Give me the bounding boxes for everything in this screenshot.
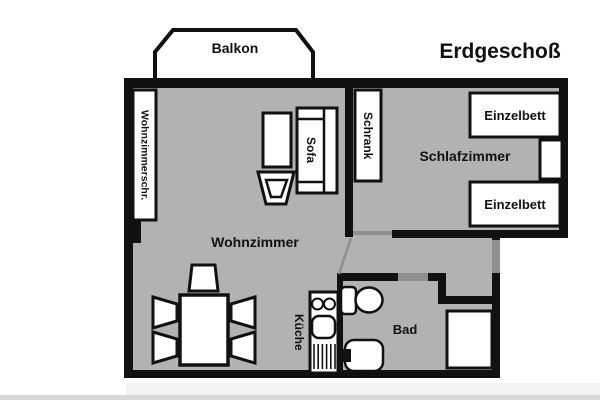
door-leaf-diagonal xyxy=(337,237,353,275)
dining-set xyxy=(151,263,257,367)
bed-bottom xyxy=(468,180,562,228)
wall-bedroom-south xyxy=(392,230,568,238)
wall-bath-north-east xyxy=(446,296,500,304)
chair-right-1 xyxy=(229,295,257,330)
wall-kitchen-bath xyxy=(337,273,343,378)
burner-icon xyxy=(311,297,324,311)
chair-left-1 xyxy=(151,295,179,330)
schrank xyxy=(353,88,383,183)
kitchenette xyxy=(308,290,340,375)
chair-top xyxy=(187,263,220,293)
wall-left xyxy=(124,78,133,378)
shower xyxy=(445,309,494,370)
scan-edge xyxy=(0,395,600,400)
kitchen-sink xyxy=(310,314,337,340)
wall-bath-north-mid xyxy=(428,273,446,281)
wall-bath-jog xyxy=(438,273,446,304)
drainer-hatch xyxy=(313,344,336,369)
door-entrance xyxy=(492,240,500,273)
opening-livingroom-hall xyxy=(353,231,392,235)
toilet-tank xyxy=(339,285,358,316)
wall-bath-north-west xyxy=(337,273,398,281)
wall-livingroom-bedroom xyxy=(345,83,353,237)
sofa xyxy=(295,106,339,195)
bed-top xyxy=(468,91,562,139)
washbasin xyxy=(339,338,385,373)
door-bath xyxy=(398,273,428,281)
wall-left-pillar xyxy=(133,219,141,243)
basin-tap xyxy=(339,349,351,362)
chair-left-2 xyxy=(151,330,179,365)
toilet-bowl xyxy=(354,286,384,314)
wall-right-lower xyxy=(492,238,500,378)
armchair xyxy=(256,170,296,206)
burner-icon xyxy=(323,297,336,311)
nightstand xyxy=(538,138,564,181)
balkon-area xyxy=(153,28,315,87)
toilet xyxy=(339,285,384,316)
wohnzimmerschrank xyxy=(131,88,158,222)
coffee-table xyxy=(261,111,293,169)
dining-table xyxy=(178,293,230,367)
chair-right-2 xyxy=(229,330,257,365)
